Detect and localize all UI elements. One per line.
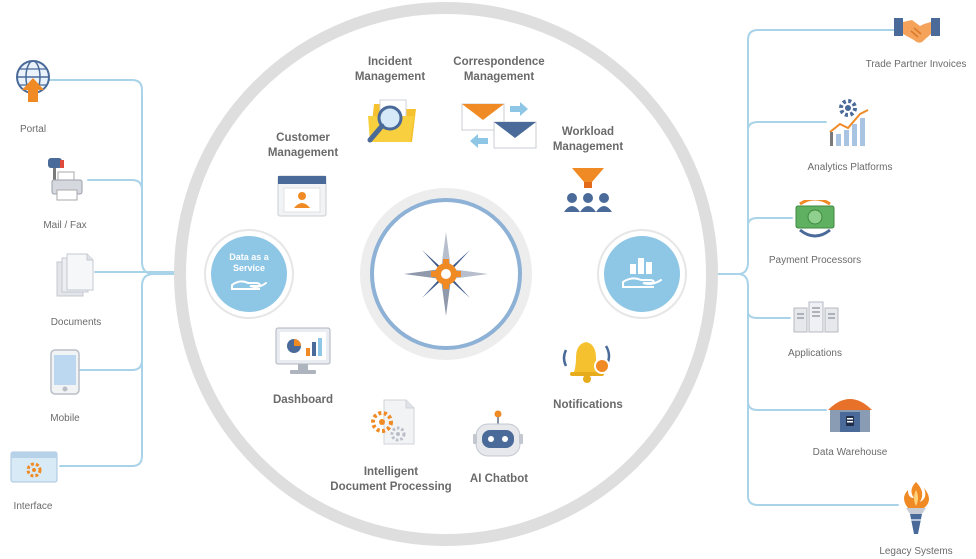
browser-window-gear-icon: [10, 451, 58, 488]
funnel-people-icon: [560, 166, 616, 223]
left-connectors: [49, 79, 213, 467]
left-hub-label: Data as a Service: [229, 252, 269, 273]
torch-icon: [898, 480, 934, 541]
bell-icon: [560, 336, 616, 391]
mailbox-printer-icon: [46, 156, 86, 207]
module-label-notifications: Notifications: [553, 399, 623, 411]
money-cycle-icon: [792, 197, 838, 245]
gear-bar-chart-icon: [826, 96, 874, 153]
destination-label-trade-partner-invoices: Trade Partner Invoices: [865, 59, 967, 70]
source-label-mail-fax: Mail / Fax: [43, 220, 87, 231]
handshake-icon: [894, 14, 940, 51]
envelope-exchange-icon: [460, 100, 540, 155]
module-label-workload-management: Workload Management: [552, 126, 624, 153]
mobile-phone-icon: [49, 348, 81, 401]
warehouse-icon: [826, 390, 874, 439]
left-hub: [211, 236, 287, 312]
compass-gear-icon: [400, 228, 492, 325]
module-label-incident-management: Incident Management: [354, 56, 426, 83]
destination-label-payment-processors: Payment Processors: [768, 255, 862, 266]
module-label-ai-chatbot: AI Chatbot: [469, 473, 529, 485]
robot-icon: [472, 408, 524, 465]
magnifier-folder-icon: [364, 96, 420, 153]
module-label-intelligent-document-processing: Intelligent Document Processing: [330, 466, 452, 493]
hand-with-bar-chart-icon: [620, 254, 664, 299]
server-rack-icon: [792, 300, 840, 339]
document-stack-icon: [55, 252, 97, 305]
module-label-correspondence-management: Correspondence Management: [453, 56, 545, 83]
module-label-customer-management: Customer Management: [267, 132, 339, 159]
globe-upload-icon: [14, 58, 52, 109]
destination-label-legacy-systems: Legacy Systems: [879, 546, 953, 557]
monitor-chart-icon: [274, 326, 332, 383]
source-label-interface: Interface: [13, 501, 53, 512]
module-label-dashboard: Dashboard: [272, 394, 334, 406]
destination-label-data-warehouse: Data Warehouse: [812, 447, 888, 458]
open-hand-icon: [230, 277, 268, 296]
source-label-portal: Portal: [19, 124, 47, 135]
source-label-documents: Documents: [50, 317, 102, 328]
customer-card-icon: [276, 174, 328, 225]
document-gears-icon: [366, 398, 416, 455]
destination-label-analytics-platforms: Analytics Platforms: [807, 162, 893, 173]
right-connectors: [677, 29, 899, 506]
destination-label-applications: Applications: [788, 348, 842, 359]
source-label-mobile: Mobile: [50, 413, 80, 424]
